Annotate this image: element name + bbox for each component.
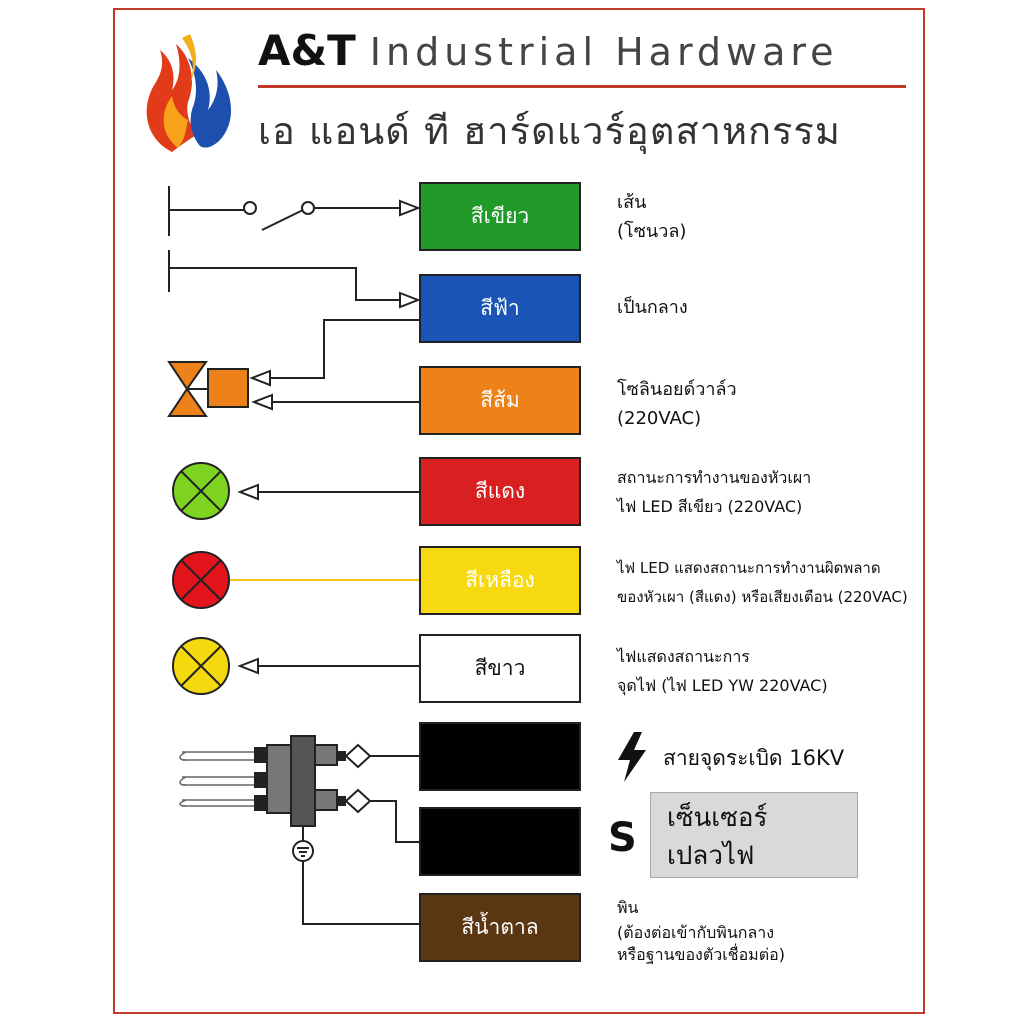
- green-indicator-lamp-icon: [172, 462, 230, 520]
- wire-brown-label: สีน้ำตาล: [461, 915, 539, 939]
- switch-contact: [243, 201, 257, 215]
- desc-brown: พิน (ต้องต่อเข้ากับพินกลาง หรือฐานของตัว…: [617, 893, 785, 966]
- desc-white-line-2: จุดไฟ (ไฟ LED YW 220VAC): [617, 676, 828, 695]
- desc-red-line-2: ไฟ LED สีเขียว (220VAC): [617, 497, 803, 516]
- wire-ignition-box: [419, 722, 581, 791]
- wire-red-label: สีแดง: [474, 479, 526, 503]
- desc-blue: เป็นกลาง: [617, 293, 688, 322]
- wire-blue-box: สีฟ้า: [419, 274, 581, 343]
- red-indicator-lamp-icon: [172, 551, 230, 609]
- brand-name-thai: เอ แอนด์ ที ฮาร์ดแวร์อุตสาหกรรม: [258, 109, 841, 153]
- desc-orange-line-1: โซลินอยด์วาล์ว: [617, 379, 737, 400]
- wire-yellow-label: สีเหลือง: [465, 568, 535, 592]
- solenoid-valve-icon: [167, 361, 249, 417]
- desc-yellow-line-2: ของหัวเผา (สีแดง) หรือเสียงเตือน (220VAC…: [617, 588, 908, 606]
- wire-green-box: สีเขียว: [419, 182, 581, 251]
- desc-orange-line-2: (220VAC): [617, 408, 702, 429]
- desc-brown-line-1: พิน: [617, 898, 639, 917]
- wire-brown-box: สีน้ำตาล: [419, 893, 581, 962]
- brand-name-light: Industrial Hardware: [369, 30, 839, 74]
- arrow-green-in: [399, 199, 421, 217]
- desc-brown-line-2: (ต้องต่อเข้ากับพินกลาง: [617, 923, 775, 942]
- switch-lever: [261, 209, 304, 231]
- flame-sensor-box: เซ็นเซอร์ เปลวไฟ: [650, 792, 858, 878]
- desc-green: เส้น (โซนวล): [617, 188, 686, 246]
- desc-white: ไฟแสดงสถานะการ จุดไฟ (ไฟ LED YW 220VAC): [617, 642, 828, 700]
- desc-blue-line-1: เป็นกลาง: [617, 297, 688, 318]
- poster-frame: [113, 8, 925, 1014]
- sensor-line-2: เปลวไฟ: [667, 841, 755, 871]
- arrow-blue-in: [399, 291, 421, 309]
- desc-yellow: ไฟ LED แสดงสถานะการทำงานผิดพลาด ของหัวเผ…: [617, 554, 908, 612]
- wire-green-label: สีเขียว: [470, 204, 530, 228]
- desc-red-line-1: สถานะการทำงานของหัวเผา: [617, 468, 812, 487]
- wire-white-box: สีขาว: [419, 634, 581, 703]
- wire-orange-label: สีส้ม: [480, 388, 520, 412]
- electrode-connector-icon: [179, 735, 419, 925]
- wire-white-label: สีขาว: [474, 656, 526, 680]
- yellow-indicator-lamp-icon: [172, 637, 230, 695]
- desc-red: สถานะการทำงานของหัวเผา ไฟ LED สีเขียว (2…: [617, 463, 811, 521]
- wire-sensor-box: [419, 807, 581, 876]
- ignition-label: สายจุดระเบิด 16KV: [663, 746, 845, 770]
- brand-underline: [258, 85, 906, 88]
- brand-name-strong: A&T: [258, 26, 356, 75]
- wire-yellow-box: สีเหลือง: [419, 546, 581, 615]
- flame-logo-icon: [146, 34, 232, 152]
- desc-green-line-2: (โซนวล): [617, 221, 687, 242]
- desc-white-line-1: ไฟแสดงสถานะการ: [617, 647, 750, 666]
- desc-brown-line-3: หรือฐานของตัวเชื่อมต่อ): [617, 945, 785, 964]
- desc-green-line-1: เส้น: [617, 192, 647, 213]
- sensor-letter: S: [608, 815, 637, 861]
- lightning-bolt-icon: [618, 732, 646, 782]
- sensor-line-1: เซ็นเซอร์: [667, 803, 768, 833]
- desc-yellow-line-1: ไฟ LED แสดงสถานะการทำงานผิดพลาด: [617, 559, 881, 577]
- wire-red-box: สีแดง: [419, 457, 581, 526]
- wire-orange-box: สีส้ม: [419, 366, 581, 435]
- wire-blue-label: สีฟ้า: [480, 296, 520, 320]
- desc-orange: โซลินอยด์วาล์ว (220VAC): [617, 375, 737, 433]
